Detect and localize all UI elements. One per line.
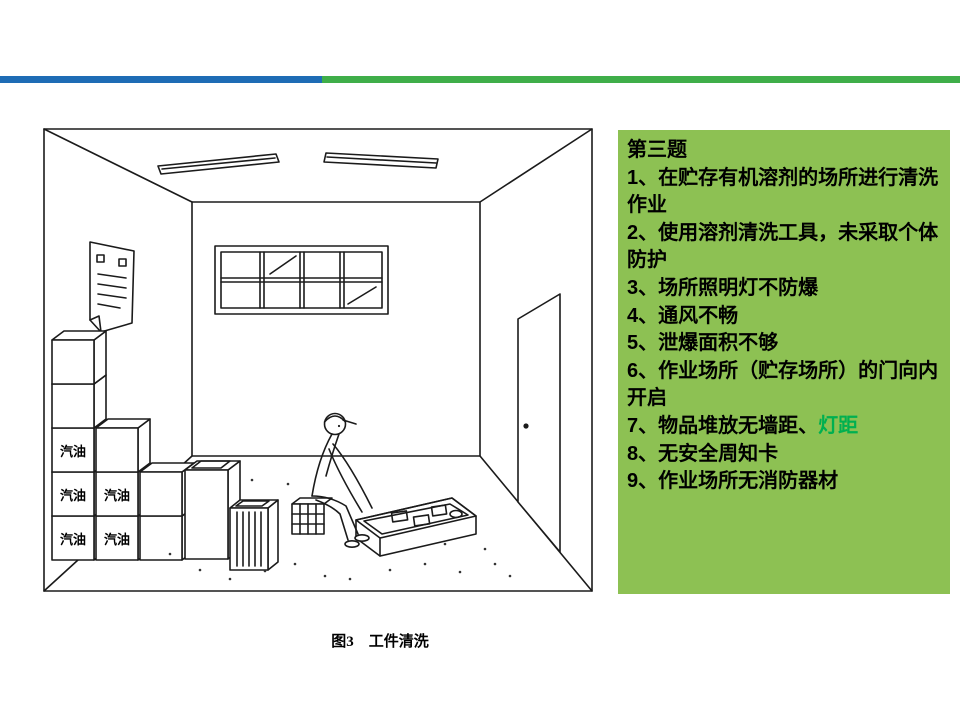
gasoline-box-stack: 汽油 汽油 汽油 汽油 汽油 (51, 330, 279, 571)
worker-figure (291, 412, 373, 548)
hazard-item-text: 7、物品堆放无墙距、 (627, 414, 819, 437)
hazard-item-text: 4、通风不畅 (627, 304, 739, 327)
gasoline-box-label: 汽油 (104, 532, 130, 547)
hazard-item: 7、物品堆放无墙距、灯距 (627, 413, 941, 441)
gasoline-box-label: 汽油 (104, 488, 130, 503)
gasoline-box-label: 汽油 (60, 444, 86, 459)
hazard-item-text: 3、场所照明灯不防爆 (627, 276, 819, 299)
hazard-item: 6、作业场所（贮存场所）的门向内开启 (627, 358, 941, 413)
hazard-item-text: 5、泄爆面积不够 (627, 332, 779, 355)
parts-tray (355, 497, 477, 557)
hazard-item-text: 2、使用溶剂清洗工具，未采取个体防护 (627, 221, 939, 272)
hazard-item: 4、通风不畅 (627, 303, 941, 331)
accent-bar-green-segment (322, 76, 960, 83)
hazard-item: 3、场所照明灯不防爆 (627, 275, 941, 303)
gasoline-box-label: 汽油 (60, 532, 86, 547)
accent-bar-blue-segment (0, 76, 322, 83)
hazard-item-text: 8、无安全周知卡 (627, 442, 779, 465)
hazard-item: 8、无安全周知卡 (627, 441, 941, 469)
hazard-item-text: 1、在贮存有机溶剂的场所进行清洗作业 (627, 166, 939, 217)
room-illustration: 汽油 汽油 汽油 汽油 汽油 (43, 128, 593, 592)
floor-speckles (168, 478, 512, 581)
hazard-item-highlight: 灯距 (818, 414, 859, 437)
hazard-item-text: 6、作业场所（贮存场所）的门向内开启 (627, 359, 939, 410)
accent-bar (0, 76, 960, 83)
gasoline-box-label: 汽油 (60, 488, 86, 503)
hazard-item: 5、泄爆面积不够 (627, 330, 941, 358)
wall-poster (89, 241, 135, 333)
hazard-item-text: 9、作业场所无消防器材 (627, 470, 839, 493)
ceiling-light-icons (157, 152, 439, 175)
hazard-panel: 第三题 1、在贮存有机溶剂的场所进行清洗作业 2、使用溶剂清洗工具，未采取个体防… (618, 130, 950, 594)
hazard-item: 9、作业场所无消防器材 (627, 468, 941, 496)
door (517, 293, 561, 553)
panel-title: 第三题 (627, 139, 687, 161)
hazard-item: 1、在贮存有机溶剂的场所进行清洗作业 (627, 165, 941, 220)
figure-caption: 图3 工件清洗 (331, 634, 429, 650)
hazard-item: 2、使用溶剂清洗工具，未采取个体防护 (627, 220, 941, 275)
window (214, 245, 389, 315)
illustration-area: 汽油 汽油 汽油 汽油 汽油 (40, 124, 600, 602)
